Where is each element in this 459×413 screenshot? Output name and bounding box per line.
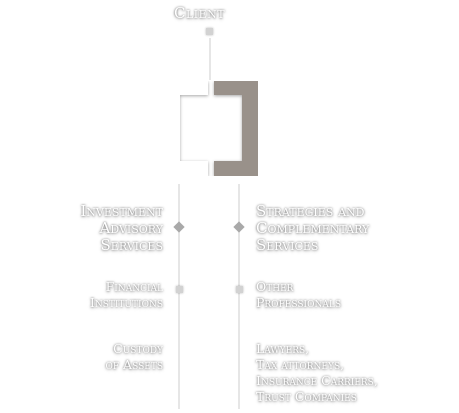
right-item-other-professionals: Other Professionals	[256, 279, 342, 310]
logo-left-bracket	[164, 81, 208, 176]
client-title: Client	[174, 4, 226, 22]
left-item-custody-of-assets: Custody of Assets	[105, 341, 163, 372]
left-item-investment-advisory: Investment Advisory Services	[80, 202, 163, 254]
logo-brackets-icon	[164, 81, 258, 176]
client-node-square	[206, 28, 213, 35]
client-connector-line	[209, 38, 211, 80]
left-column-line	[178, 184, 180, 409]
right-square-marker	[236, 286, 243, 293]
logo-right-bracket	[214, 81, 258, 176]
left-item-financial-institutions: Financial Institutions	[89, 279, 163, 310]
right-item-strategies: Strategies and Complementary Services	[256, 202, 370, 254]
left-diamond-marker	[173, 221, 185, 233]
left-square-marker	[176, 286, 183, 293]
right-column-line	[238, 184, 240, 409]
firm-logo	[164, 81, 258, 176]
right-diamond-marker	[233, 221, 245, 233]
right-item-lawyers: Lawyers, Tax attorneys, Insurance Carrie…	[256, 341, 378, 404]
